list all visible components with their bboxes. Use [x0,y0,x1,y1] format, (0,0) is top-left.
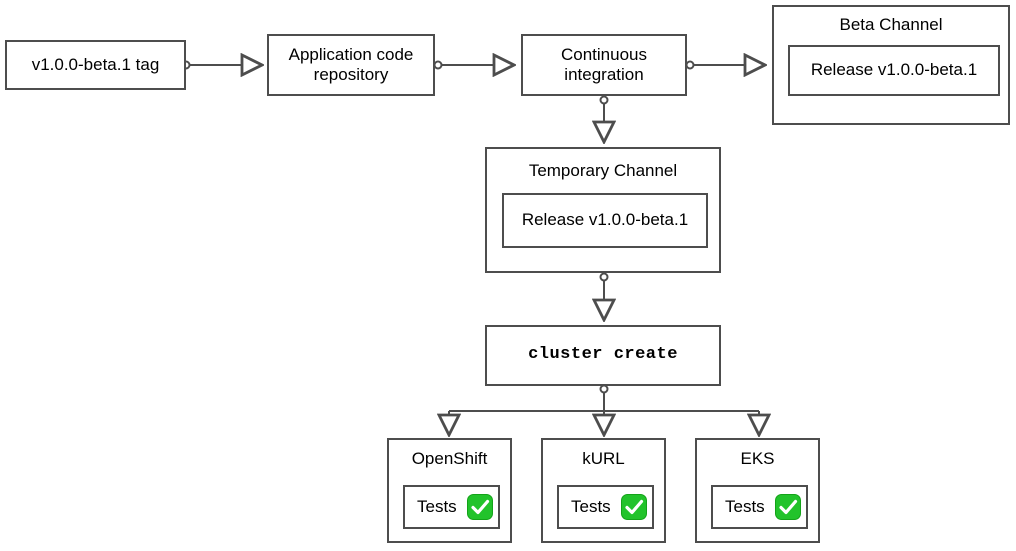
edge-source-dot [685,60,695,70]
eks-title: EKS [740,449,775,468]
kurl-tests-label: Tests [571,496,611,516]
eks-tests-box[interactable]: Tests [711,485,808,529]
edge-source-dot [599,272,609,282]
openshift-title: OpenShift [411,449,488,468]
node-ci-label: Continuous integration [560,44,647,84]
beta-channel-release-box[interactable]: Release v1.0.0-beta.1 [788,45,1000,96]
node-temporary-channel[interactable]: Temporary Channel Release v1.0.0-beta.1 [485,147,721,273]
beta-channel-title: Beta Channel [839,15,943,34]
temporary-channel-release-label: Release v1.0.0-beta.1 [521,210,689,230]
kurl-title: kURL [582,449,625,468]
edge-source-dot [599,384,609,394]
temporary-channel-title: Temporary Channel [528,161,678,180]
check-mark-icon [620,494,647,520]
node-tag[interactable]: v1.0.0-beta.1 tag [5,40,186,90]
kurl-tests-box[interactable]: Tests [557,485,654,529]
node-continuous-integration[interactable]: Continuous integration [521,34,687,96]
temporary-channel-release-box[interactable]: Release v1.0.0-beta.1 [502,193,708,248]
openshift-tests-label: Tests [417,496,457,516]
node-repo-label: Application code repository [288,44,414,84]
beta-channel-release-label: Release v1.0.0-beta.1 [810,60,978,80]
check-mark-icon [774,494,801,520]
eks-tests-label: Tests [725,496,765,516]
edge-source-dot [599,95,609,105]
check-mark-icon [466,494,493,520]
node-cluster-create[interactable]: cluster create [485,325,721,386]
openshift-tests-box[interactable]: Tests [403,485,500,529]
node-beta-channel[interactable]: Beta Channel Release v1.0.0-beta.1 [772,5,1010,125]
node-openshift[interactable]: OpenShift Tests [387,438,512,543]
edge-cluster-create-branch [448,392,759,432]
edge-source-dot [433,60,443,70]
node-application-code-repository[interactable]: Application code repository [267,34,435,96]
node-eks[interactable]: EKS Tests [695,438,820,543]
cluster-create-label: cluster create [528,345,678,365]
node-kurl[interactable]: kURL Tests [541,438,666,543]
node-tag-label: v1.0.0-beta.1 tag [31,54,160,74]
